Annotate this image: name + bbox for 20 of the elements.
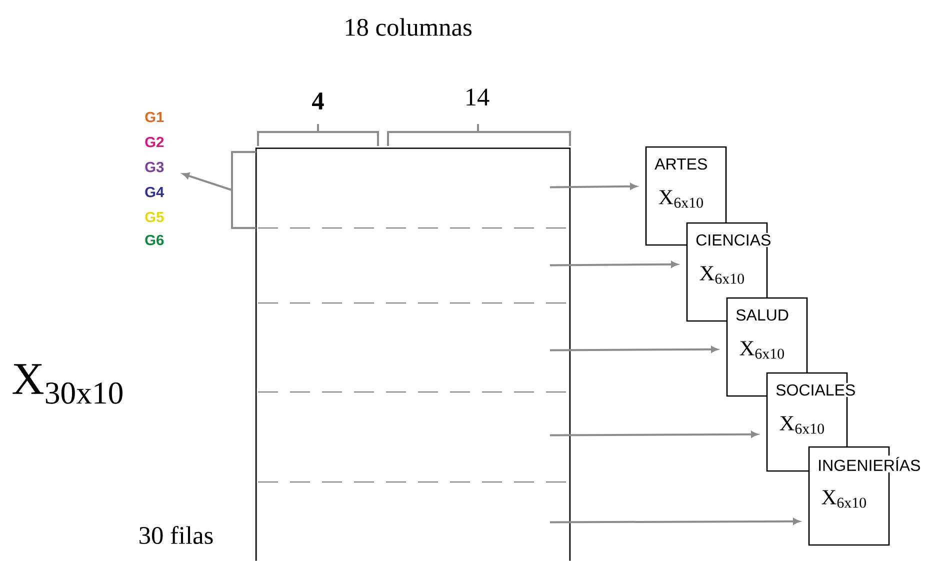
dimension-label: 14 bbox=[466, 88, 490, 106]
group-label: G6 bbox=[145, 234, 164, 246]
group-label: G4 bbox=[145, 186, 164, 198]
arrow bbox=[182, 172, 232, 191]
dimension-label: 4 bbox=[312, 92, 324, 110]
matrix-box bbox=[255, 148, 571, 561]
heading: 18 columnas bbox=[346, 18, 472, 36]
matrix-label: X$_{30x10}$ bbox=[12, 364, 122, 404]
group-label: G2 bbox=[145, 136, 164, 148]
group-label: G5 bbox=[145, 212, 164, 222]
bracket bbox=[231, 151, 256, 229]
arrow bbox=[550, 261, 678, 268]
group-label: G3 bbox=[145, 162, 164, 172]
arrow bbox=[550, 518, 800, 525]
arrow bbox=[550, 183, 637, 190]
arrow bbox=[550, 431, 758, 438]
group-box: INGENIERÍAS X$_{6x10}$ bbox=[808, 446, 922, 546]
group-label: G1 bbox=[145, 112, 164, 122]
dimension-label: 30 filas bbox=[140, 526, 213, 544]
arrow bbox=[550, 346, 718, 353]
